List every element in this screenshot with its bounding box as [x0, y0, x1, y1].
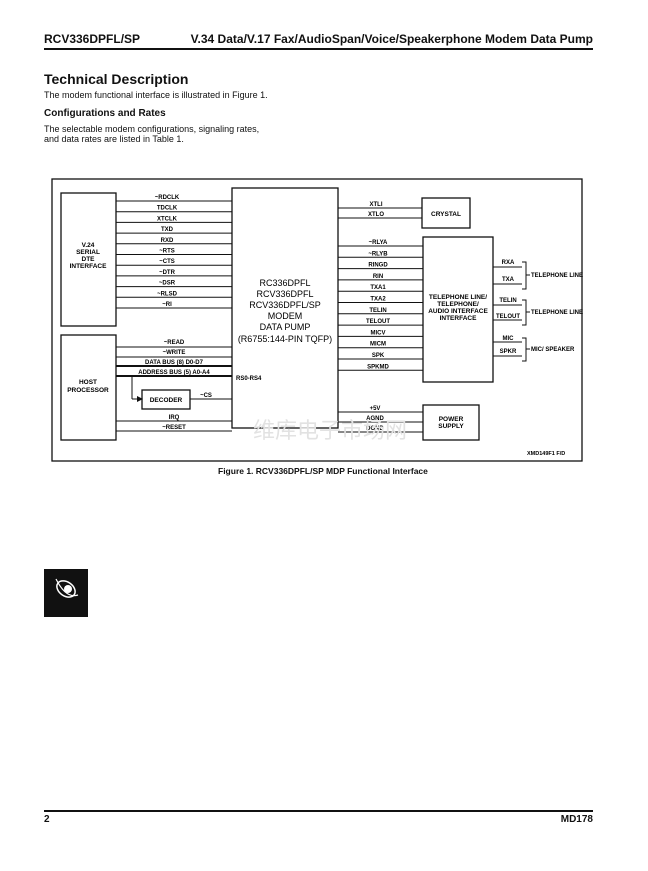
pin-telout: TELOUT [496, 314, 520, 320]
modem-text-3: MODEM [268, 311, 303, 321]
host-text-1: PROCESSOR [67, 387, 109, 394]
intro-paragraph: The modem functional interface is illust… [44, 90, 268, 100]
decoder-text: DECODER [150, 397, 183, 404]
tel-signal-label: SPK [372, 353, 385, 359]
power-text-0: POWER [439, 416, 464, 423]
figure-frame [51, 178, 583, 462]
rs-label: RS0-RS4 [236, 376, 262, 382]
figure-caption: Figure 1. RCV336DPFL/SP MDP Functional I… [218, 466, 428, 476]
header-part-number: RCV336DPFL/SP [44, 32, 141, 46]
tel-signal-label: RINGD [368, 263, 388, 269]
irq-label: IRQ [169, 415, 180, 421]
modem-text-0: RC336DPFL [259, 278, 310, 288]
section-title: Technical Description [44, 71, 189, 87]
crystal-block [421, 197, 471, 229]
power-sig-5v: +5V [370, 406, 381, 412]
pin-telin: TELIN [499, 298, 516, 304]
pin-txa: TXA [502, 277, 515, 283]
modem-text-1: RCV336DPFL [256, 289, 313, 299]
dte-signal-label: ~RI [162, 302, 172, 308]
cs-label: ~CS [200, 393, 212, 399]
tel-signal-label: SPKMD [367, 364, 389, 370]
right-label-tel-line-1: TELEPHONE LINE [531, 273, 583, 279]
pin-mic: MIC [503, 336, 515, 342]
modem-text-2: RCV336DPFL/SP [249, 300, 321, 310]
power-sig-dgnd: DGND [366, 426, 384, 432]
dte-signal-label: ~RTS [159, 249, 175, 255]
dte-signal-label: XTCLK [157, 216, 178, 222]
dte-signal-label: TXD [161, 227, 174, 233]
crystal-sig-xtlo: XTLO [368, 212, 384, 218]
tel-signal-label: ~RLYB [368, 251, 388, 257]
footer-rule [44, 810, 593, 812]
host-block [60, 334, 117, 441]
audiospan-logo [44, 569, 88, 617]
watermark: 维库电子市场网 [253, 418, 407, 443]
crystal-text: CRYSTAL [431, 211, 461, 218]
body-line-2: and data rates are listed in Table 1. [44, 134, 184, 144]
modem-text-4: DATA PUMP [260, 322, 311, 332]
logo-swirl-icon [55, 578, 79, 598]
dte-signal-label: ~DSR [159, 281, 176, 287]
dte-signal-label: RXD [161, 238, 174, 244]
dte-block [60, 192, 117, 327]
reset-label: ~RESET [162, 425, 186, 431]
tel-signal-label: TXA1 [370, 285, 386, 291]
tel-signal-label: MICM [370, 342, 386, 348]
header-product-title: V.34 Data/V.17 Fax/AudioSpan/Voice/Speak… [190, 32, 593, 46]
right-label-tel-line-2: TELEPHONE LINE [531, 310, 583, 316]
dte-text-0: V.24 [82, 242, 95, 249]
tel-text-3: INTERFACE [440, 315, 478, 322]
header-rule [44, 48, 593, 50]
host-text-0: HOST [79, 379, 97, 386]
tel-signal-label: ~RLYA [369, 240, 388, 246]
subsection-title: Configurations and Rates [44, 108, 166, 119]
dte-signal-label: ~RDCLK [155, 195, 180, 201]
footer-page-number: 2 [44, 814, 50, 825]
tel-signal-label: RIN [373, 274, 383, 280]
dte-signal-label: ~RLSD [157, 291, 178, 297]
tel-text-2: AUDIO INTERFACE [428, 308, 488, 315]
modem-text-5: (R6755:144-PIN TQFP) [238, 334, 332, 344]
right-label-mic-speaker: MIC/ SPEAKER [531, 347, 575, 353]
dte-signal-label: TDCLK [157, 206, 178, 212]
host-sig-addrbus: ADDRESS BUS (5) A0-A4 [138, 370, 210, 376]
dte-text-3: INTERFACE [70, 263, 108, 270]
pin-rxa: RXA [502, 260, 515, 266]
host-sig-databus: DATA BUS (8) D0-D7 [145, 360, 204, 366]
crystal-sig-xtli: XTLI [370, 202, 383, 208]
footer-doc-number: MD178 [560, 814, 593, 825]
pin-spkr: SPKR [500, 349, 517, 355]
dte-signal-label: ~DTR [159, 270, 176, 276]
dte-signal-label: ~CTS [159, 259, 175, 265]
tel-text-0: TELEPHONE LINE/ [429, 294, 487, 301]
power-sig-agnd: AGND [366, 416, 384, 422]
host-sig-write: ~WRITE [163, 350, 186, 356]
tel-signal-label: TELOUT [366, 319, 390, 325]
host-sig-read: ~READ [164, 340, 185, 346]
tel-signal-label: TXA2 [370, 297, 386, 303]
tel-interface-block [422, 236, 494, 383]
dte-text-2: DTE [82, 256, 96, 263]
body-line-1: The selectable modem configurations, sig… [44, 124, 260, 134]
dte-text-1: SERIAL [76, 249, 100, 256]
tel-text-1: TELEPHONE/ [437, 301, 479, 308]
power-text-1: SUPPLY [438, 423, 464, 430]
figure-id: XMD149F1 F/D [527, 451, 565, 457]
tel-signal-label: MICV [371, 330, 386, 336]
tel-signal-label: TELIN [369, 308, 386, 314]
